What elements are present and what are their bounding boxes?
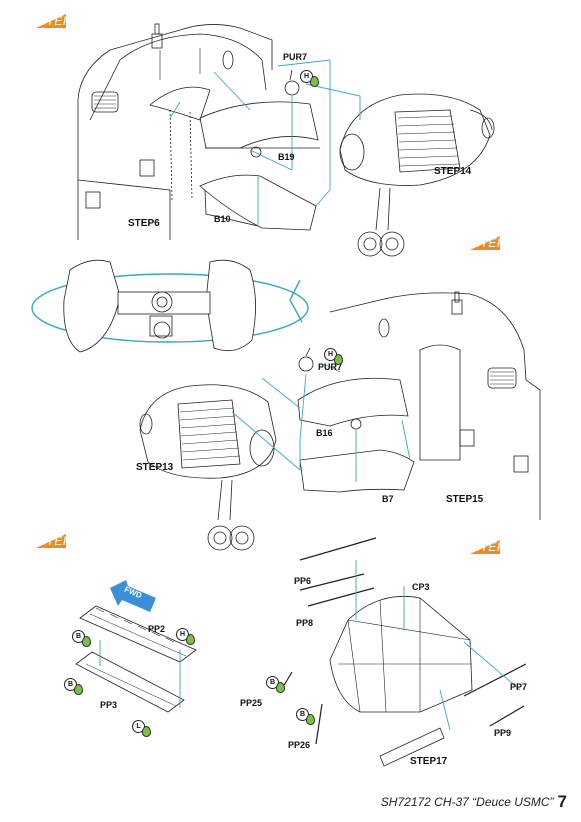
- step-17-badge: STEP17: [36, 534, 96, 550]
- paint-drop-icon: [310, 76, 319, 87]
- panel-b16-drawing: [297, 377, 409, 430]
- step-15-badge: STEP15: [36, 14, 96, 30]
- label-b16: B16: [316, 428, 333, 438]
- label-step6: STEP6: [128, 218, 160, 229]
- label-b7: B7: [382, 494, 394, 504]
- paint-drop-icon: [334, 354, 343, 365]
- panel-b7-drawing: [299, 449, 415, 493]
- step-number: 17: [71, 534, 86, 548]
- paint-drop-icon: [306, 714, 315, 725]
- label-pur7-mid: PUR7: [318, 362, 343, 372]
- page-footer: SH72172 CH-37 “Deuce USMC”7: [381, 792, 567, 812]
- rotor-top-view-drawing: [31, 259, 309, 353]
- step-number: 18: [505, 540, 520, 554]
- paint-drop-icon: [74, 684, 83, 695]
- fuselage-right-drawing: [329, 291, 541, 520]
- label-b10: B10: [214, 214, 231, 224]
- paint-marker-b: B: [266, 676, 279, 689]
- engine-nacelle-step14-drawing: [339, 93, 495, 257]
- engine-nacelle-step13-drawing: [139, 384, 277, 551]
- label-pp6: PP6: [294, 576, 312, 586]
- part-pur7-top-drawing: [284, 69, 300, 96]
- step-18-badge: STEP18: [470, 540, 530, 556]
- label-pp7: PP7: [510, 682, 528, 692]
- part-pur7-mid-drawing: [298, 347, 314, 372]
- label-pp26: PP26: [288, 740, 311, 750]
- label-step14: STEP14: [434, 166, 472, 177]
- step-word: STEP: [38, 14, 72, 28]
- panel-pp2-drawing: [79, 605, 197, 663]
- paint-marker-b: B: [296, 708, 309, 721]
- label-pp3: PP3: [100, 700, 118, 710]
- label-pp2: PP2: [148, 624, 166, 634]
- canopy-cp3-drawing: [279, 537, 527, 767]
- step-word: STEP: [472, 236, 506, 250]
- step-number: 15: [71, 14, 86, 28]
- paint-drop-icon: [142, 726, 151, 737]
- paint-drop-icon: [276, 682, 285, 693]
- label-cp3: CP3: [412, 582, 430, 592]
- label-pp8: PP8: [296, 618, 314, 628]
- step-16-badge: STEP16: [470, 236, 530, 252]
- panel-pp3-drawing: [75, 651, 185, 713]
- label-pur7-top: PUR7: [283, 52, 308, 62]
- step-number: 16: [505, 236, 520, 250]
- panel-b19-drawing: [199, 101, 320, 158]
- fuselage-top-drawing: [77, 23, 273, 240]
- step-word: STEP: [472, 540, 506, 554]
- footer-title: SH72172 CH-37 “Deuce USMC”: [380, 795, 554, 809]
- page-number: 7: [557, 792, 567, 811]
- label-b19: B19: [278, 152, 295, 162]
- fwd-arrow: [110, 580, 156, 612]
- label-step17: STEP17: [410, 756, 448, 767]
- label-step15: STEP15: [446, 494, 484, 505]
- label-pp9: PP9: [494, 728, 512, 738]
- label-step13: STEP13: [136, 462, 174, 473]
- paint-drop-icon: [82, 636, 91, 647]
- panel-b10-drawing: [199, 174, 317, 231]
- paint-drop-icon: [186, 634, 195, 645]
- label-pp25: PP25: [240, 698, 263, 708]
- step-word: STEP: [38, 534, 72, 548]
